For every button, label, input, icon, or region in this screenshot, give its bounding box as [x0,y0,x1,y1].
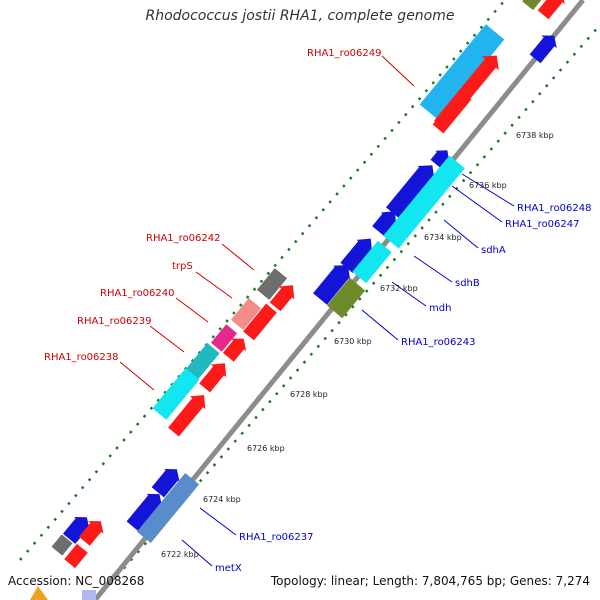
gene-block-blue-3 [372,211,397,237]
leader-ro06238 [119,361,155,391]
gene-block-teal-1 [184,343,220,381]
gene-label-ro06248[interactable]: RHA1_ro06248 [517,203,592,214]
gene-block-red-2 [269,285,295,312]
gene-block-olive-2 [326,277,366,319]
leader-ro06249 [381,55,415,87]
leader-ro06243 [361,309,399,341]
leader-sdhB [413,255,453,283]
leader-ro06239 [149,325,185,353]
tick-label: 6734 kbp [424,233,462,242]
gene-label-ro06240[interactable]: RHA1_ro06240 [100,288,175,299]
leader-metX [181,539,213,567]
gene-block-skyblue-1 [419,24,505,120]
gene-block-cyan-1 [152,368,200,420]
scale-dotted-line-left [19,0,506,561]
tick-label: 6724 kbp [203,495,241,504]
gene-block-magenta-1 [210,324,238,352]
gene-blocks [51,0,565,569]
gene-block-blue-4 [340,238,373,273]
gene-block-cyan-2 [383,155,465,249]
genome-title: Rhodococcus jostii RHA1, complete genome [145,8,455,24]
gene-label-ro06239[interactable]: RHA1_ro06239 [77,316,152,327]
gene-block-blue-top [529,35,557,64]
gene-block-blue-5 [313,265,351,305]
gene-block-red-6 [168,395,206,437]
leader-ro06237 [199,507,237,536]
gene-block-cyan-3 [352,240,392,284]
gene-block-blue-2 [385,165,435,219]
tick-label: 6732 kbp [380,284,418,293]
gene-labels-right: RHA1_ro06248 RHA1_ro06247 sdhA sdhB mdh … [215,203,592,574]
gene-block-steel-1 [136,472,200,544]
accession-text: Accession: NC_008268 [8,574,145,588]
leader-ro06240 [175,297,209,323]
gene-label-ro06249[interactable]: RHA1_ro06249 [307,48,382,59]
gene-block-red-4 [222,338,247,362]
gene-label-sdhA[interactable]: sdhA [481,245,506,256]
gene-label-ro06243[interactable]: RHA1_ro06243 [401,337,476,348]
leader-trpS [195,271,233,299]
gene-block-gray-1 [256,268,288,300]
leader-mdh [391,281,427,307]
tick-label: 6730 kbp [334,337,372,346]
gene-block-red-top [537,0,565,20]
gene-block-red-8 [64,543,88,569]
leader-ro06248 [461,173,515,207]
gene-block-pink-1 [230,298,262,330]
gene-block-blue-6 [151,469,180,498]
leader-sdhA [443,219,479,249]
orange-fragment [30,586,48,600]
leader-ro06247 [451,185,503,223]
corner-fragments [30,586,96,600]
gene-block-red-7 [78,521,104,546]
gene-block-gray-2 [51,534,73,556]
lavender-fragment [82,590,96,600]
genome-summary: Topology: linear; Length: 7,804,765 bp; … [270,574,590,588]
tick-label: 6722 kbp [161,550,199,559]
gene-block-red-5 [199,363,227,393]
gene-label-ro06242[interactable]: RHA1_ro06242 [146,233,221,244]
gene-label-metX[interactable]: metX [215,563,242,574]
gene-labels-left: RHA1_ro06249 RHA1_ro06242 trpS RHA1_ro06… [44,48,382,363]
gene-block-olive-top [522,0,546,11]
tick-label: 6738 kbp [516,131,554,140]
gene-block-blue-8 [62,517,90,544]
tick-label: 6736 kbp [469,181,507,190]
leader-ro06242 [221,243,255,271]
gene-label-sdhB[interactable]: sdhB [455,278,480,289]
gene-block-red-1b [432,90,472,134]
gene-label-mdh[interactable]: mdh [429,303,451,314]
gene-label-ro06237[interactable]: RHA1_ro06237 [239,532,314,543]
gene-block-blue-7 [126,493,163,532]
tick-label: 6726 kbp [247,444,285,453]
tick-labels: 6722 kbp 6724 kbp 6726 kbp 6728 kbp 6730… [161,131,554,559]
gene-label-ro06247[interactable]: RHA1_ro06247 [505,219,580,230]
tick-label: 6728 kbp [290,390,328,399]
gene-label-trpS[interactable]: trpS [172,261,193,272]
gene-label-ro06238[interactable]: RHA1_ro06238 [44,352,119,363]
leader-lines [119,55,515,567]
gene-block-red-3 [243,303,277,341]
